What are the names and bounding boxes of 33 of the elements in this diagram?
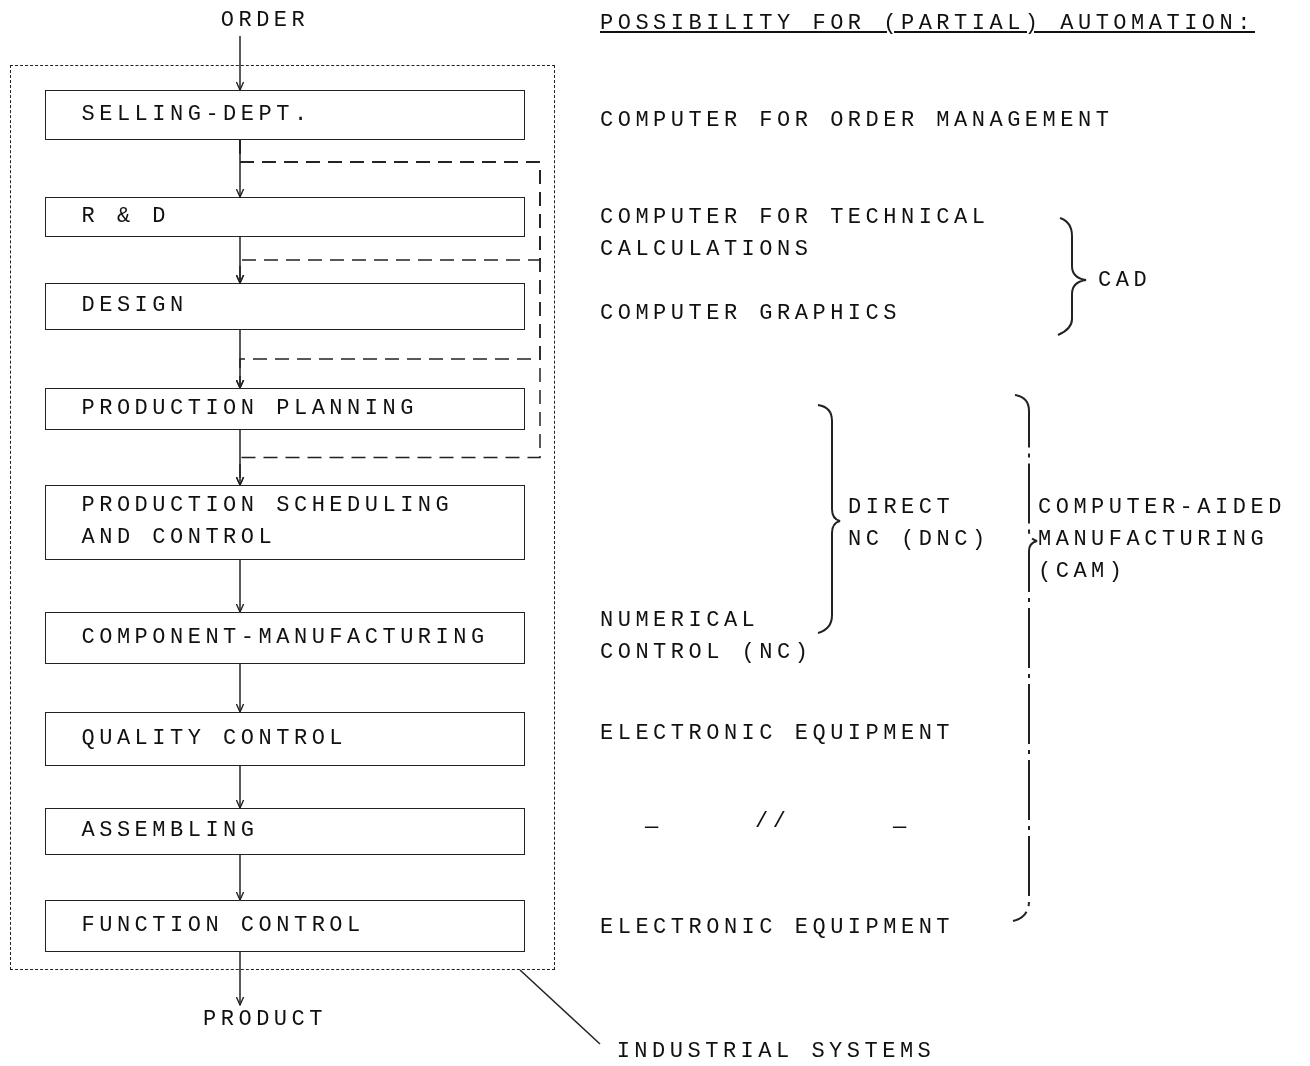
annotation-text: —: [645, 814, 664, 842]
annotation-text: COMPUTER GRAPHICS: [600, 300, 902, 328]
annotation-text: //: [755, 808, 792, 836]
annotation-text: ELECTRONIC EQUIPMENT: [600, 914, 956, 942]
annotation-text: ELECTRONIC EQUIPMENT: [600, 720, 956, 748]
annotation-text: NUMERICAL CONTROL (NC): [600, 607, 814, 667]
process-box: PRODUCTION SCHEDULING AND CONTROL: [44, 484, 525, 560]
annotation-text: COMPUTER FOR ORDER MANAGEMENT: [600, 107, 1115, 135]
leader-line: [519, 969, 601, 1045]
arrow: [235, 765, 245, 809]
text-label: INDUSTRIAL SYSTEMS: [596, 1038, 956, 1066]
process-box: SELLING-DEPT.: [44, 89, 525, 140]
annotation-text: DIRECT NC (DNC): [848, 494, 991, 554]
process-box: R & D: [44, 196, 525, 237]
arrow: [235, 35, 245, 91]
arrow: [235, 663, 245, 713]
process-box: DESIGN: [44, 282, 525, 330]
annotation-text: CAD: [1098, 267, 1153, 295]
heading: POSSIBILITY FOR (PARTIAL) AUTOMATION:: [600, 10, 1256, 38]
annotation-text: COMPUTER-AIDED MANUFACTURING (CAM): [1038, 494, 1287, 586]
process-box: ASSEMBLING: [44, 807, 525, 855]
text-label: ORDER: [205, 6, 325, 36]
arrow: [235, 854, 245, 901]
arrow: [235, 559, 245, 613]
process-box: COMPONENT-MANUFACTURING: [44, 611, 525, 664]
arrow: [235, 951, 245, 1006]
annotation-text: —: [893, 814, 912, 842]
process-box: PRODUCTION PLANNING: [44, 387, 525, 430]
process-box: QUALITY CONTROL: [44, 711, 525, 766]
annotation-text: COMPUTER FOR TECHNICAL CALCULATIONS: [600, 204, 991, 264]
system-boundary-box: [10, 65, 555, 970]
text-label: PRODUCT: [190, 1005, 340, 1035]
process-box: FUNCTION CONTROL: [44, 899, 525, 952]
